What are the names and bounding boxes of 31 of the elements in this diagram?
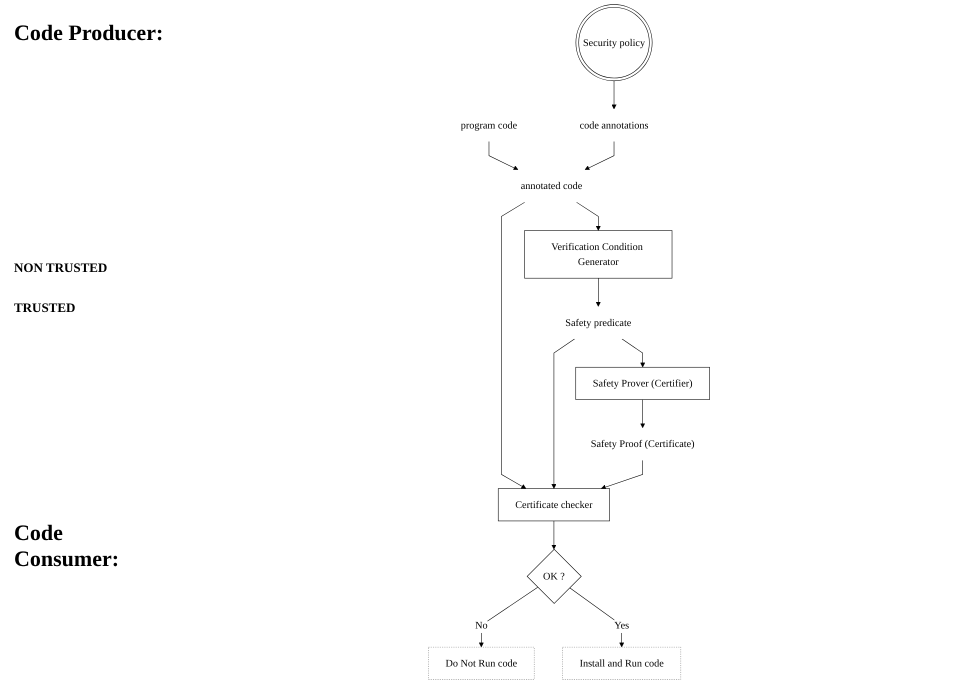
arrow: [501, 202, 526, 489]
arrow: [488, 141, 518, 170]
role-heading: Code Producer:: [14, 20, 164, 46]
node-box: Verification Condition Generator: [524, 230, 672, 278]
arrow: [622, 338, 646, 368]
arrow: [551, 338, 575, 489]
node-box: Do Not Run code: [428, 646, 534, 680]
edge-label: Yes: [614, 619, 630, 631]
zone-label: NON TRUSTED: [14, 260, 108, 276]
zone-label: TRUSTED: [14, 300, 76, 316]
arrow: [569, 587, 624, 648]
node-text: annotated code: [520, 180, 582, 192]
arrow: [640, 399, 646, 428]
node-circle: Security policy: [576, 4, 652, 82]
arrow: [596, 278, 601, 307]
node-text: code annotations: [580, 119, 648, 131]
arrow: [576, 202, 601, 231]
node-text: Safety predicate: [565, 316, 632, 328]
node-box: Install and Run code: [562, 646, 682, 680]
arrow: [551, 520, 556, 550]
edge-label: No: [475, 619, 488, 631]
role-heading: Code Consumer:: [14, 520, 120, 572]
arrow: [600, 460, 643, 490]
node-diamond: OK ?: [526, 548, 582, 604]
node-text: Safety Proof (Certificate): [590, 438, 695, 450]
arrow: [612, 80, 617, 110]
arrow: [478, 587, 538, 648]
node-text: program code: [460, 119, 518, 131]
node-box: Safety Prover (Certifier): [575, 366, 710, 400]
arrow: [584, 141, 614, 170]
node-box: Certificate checker: [498, 488, 610, 522]
